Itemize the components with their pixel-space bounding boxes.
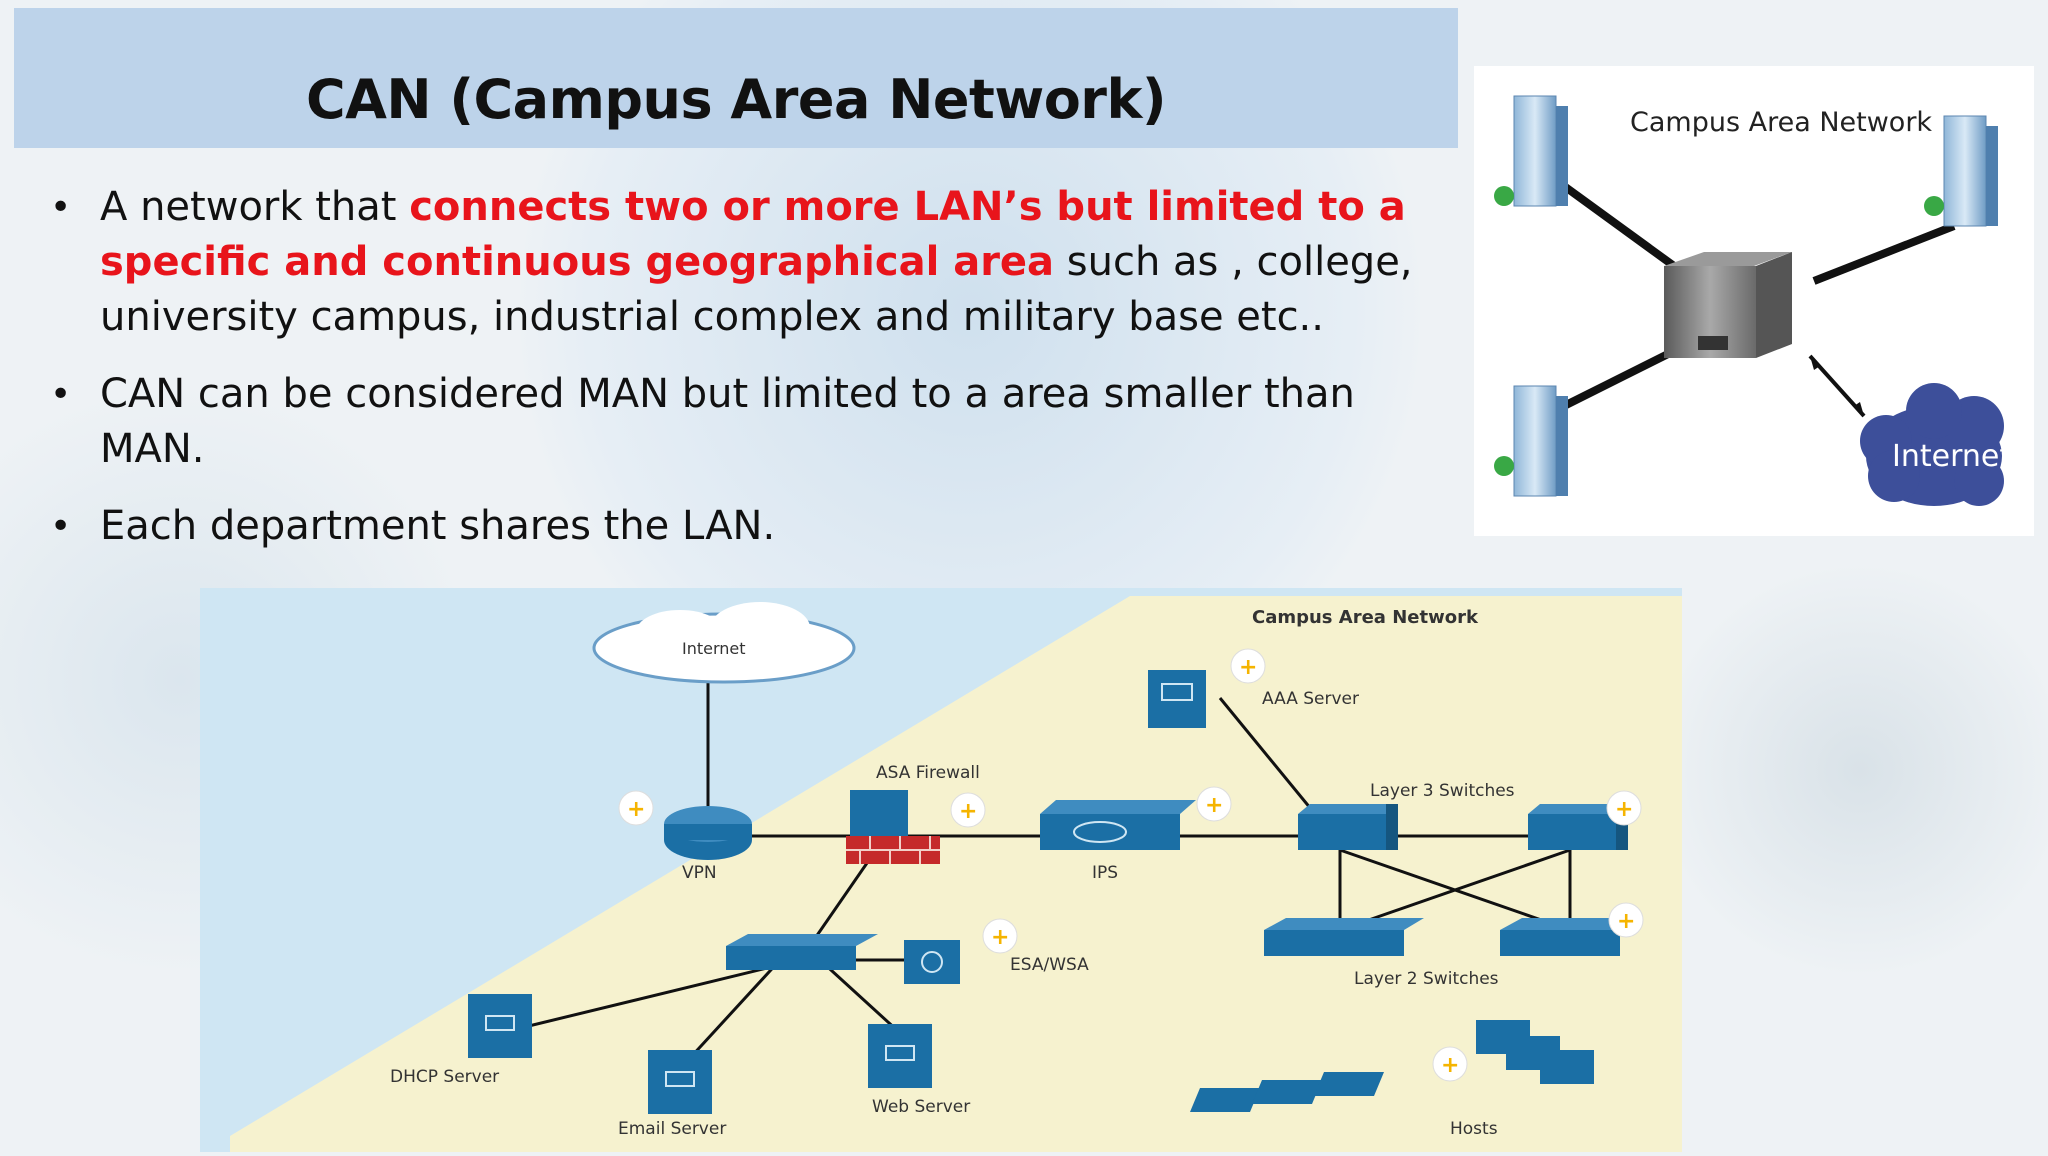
layer3-label: Layer 3 Switches [1370,781,1515,801]
firewall-icon: + [846,790,986,864]
esa-wsa-icon: + [904,918,1018,984]
cloud-icon: Internet [1860,383,2011,506]
building-icon [1494,385,1568,497]
building-icon [1494,95,1568,207]
bullet-text: such as , college, university campus, in… [100,239,1413,340]
web-server-icon [868,1024,932,1088]
layer2-switch-icon: + [1500,902,1644,956]
layer3-switch-icon: + [1528,790,1642,850]
server-icon [1664,252,1792,358]
bullet-item: • A network that connects two or more LA… [46,180,1466,345]
internet-label: Internet [682,639,746,658]
bullet-dot-icon: • [50,506,72,547]
svg-text:+: + [1617,909,1635,934]
bullet-dot-icon: • [50,187,72,228]
bullet-dot-icon: • [50,374,72,415]
web-label: Web Server [872,1097,970,1117]
title-bar: CAN (Campus Area Network) [14,8,1458,148]
svg-text:+: + [1441,1053,1459,1078]
svg-text:+: + [1239,655,1257,680]
layer2-label: Layer 2 Switches [1354,969,1499,989]
vpn-router-icon: + [618,790,752,860]
ips-icon: + [1040,786,1232,850]
vpn-label: VPN [682,863,717,883]
bullet-text: CAN can be considered MAN but limited to… [100,371,1355,472]
campus-network-image-small: Campus Area Network [1474,66,2034,536]
layer2-switch-icon [1264,918,1424,956]
bullet-item: • CAN can be considered MAN but limited … [46,367,1466,477]
svg-text:+: + [1615,797,1633,822]
layer3-switch-icon [1298,804,1398,850]
campus-network-diagram: Campus Area Network Internet [200,588,1682,1152]
slide-title: CAN (Campus Area Network) [305,68,1167,131]
hosts-icon: + [1190,1020,1594,1112]
bullet-text: Each department shares the LAN. [100,503,776,549]
email-server-icon [648,1050,712,1114]
internet-label: Internet [1892,439,2011,474]
dhcp-server-icon [468,994,532,1058]
aaa-label: AAA Server [1262,689,1359,709]
svg-text:+: + [627,797,645,822]
diagram2-title: Campus Area Network [1252,607,1479,628]
dhcp-label: DHCP Server [390,1067,499,1087]
building-icon [1924,115,1998,227]
email-label: Email Server [618,1119,726,1139]
svg-text:+: + [959,799,977,824]
aaa-server-icon: + [1148,648,1266,728]
bullet-item: • Each department shares the LAN. [46,499,1466,554]
diagram1-title: Campus Area Network [1630,107,1932,138]
svg-text:+: + [991,925,1009,950]
bullet-text: A network that [100,184,410,230]
bullet-list: • A network that connects two or more LA… [46,180,1466,576]
internet-cloud-icon: Internet [592,602,856,684]
svg-text:+: + [1205,793,1223,818]
bullet-highlight: connects two or more LAN’s but limited t… [100,184,1406,285]
asa-label: ASA Firewall [876,763,980,783]
esa-label: ESA/WSA [1010,955,1089,975]
switch-icon [726,934,878,970]
hosts-label: Hosts [1450,1119,1498,1139]
ips-label: IPS [1092,863,1118,883]
